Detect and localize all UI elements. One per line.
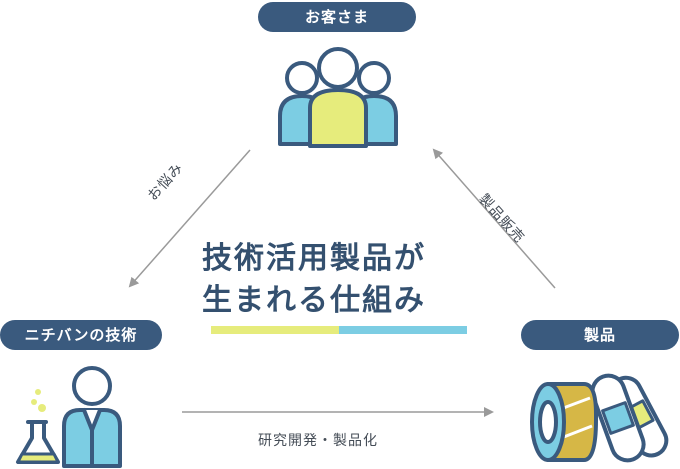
- title-line-2: 生まれる仕組み: [202, 283, 426, 318]
- tape-and-bandage-icon: [530, 373, 669, 463]
- edge-label-rnd: 研究開発・製品化: [258, 433, 378, 449]
- diagram-title: 技術活用製品が 生まれる仕組み: [202, 238, 482, 322]
- arrow-worry: [128, 149, 251, 288]
- title-underline-cyan: [339, 326, 467, 334]
- technology-node-label: ニチバンの技術: [0, 320, 162, 350]
- title-underline-yellow: [211, 326, 339, 334]
- title-underline: [211, 326, 467, 334]
- scientist-flask-icon: [16, 366, 122, 468]
- arrow-sales: [432, 148, 556, 289]
- title-line-1: 技術活用製品が: [202, 241, 426, 276]
- product-node-label: 製品: [521, 320, 679, 350]
- customer-node-label: お客さま: [258, 2, 416, 32]
- people-group-icon: [278, 47, 398, 148]
